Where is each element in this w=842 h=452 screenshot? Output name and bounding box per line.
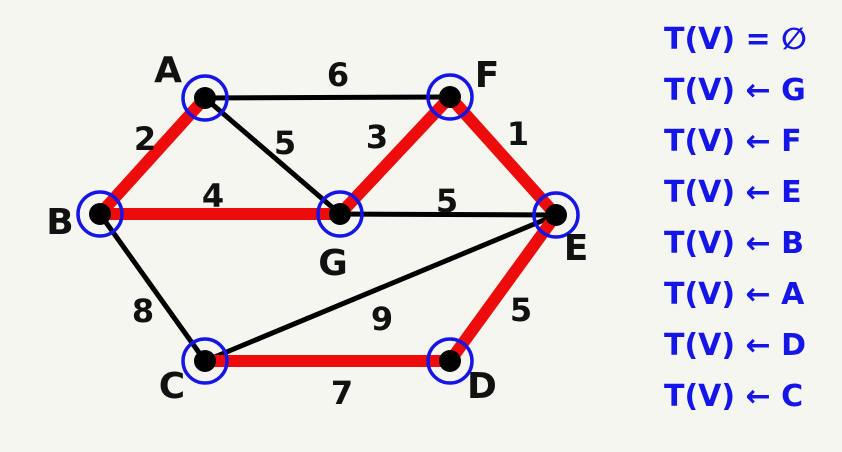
tree-step: T(V) ← C [664,379,804,414]
tree-step: T(V) ← D [664,328,807,363]
tree-edge-E-D [444,209,562,367]
edge-weight-F-E: 1 [507,115,529,153]
tree-step: T(V) ← B [664,226,804,261]
node-G [329,203,351,225]
edge-weight-C-E: 9 [371,300,393,338]
node-ring-E [532,191,580,239]
graph-edge-G-E [337,211,559,218]
graph-edge-A-G [202,95,343,217]
graph-edge-B-C [97,211,208,364]
node-ring-C [181,337,229,385]
edge-weight-C-D: 7 [331,374,353,412]
node-E [545,204,567,226]
edge-weight-A-F: 6 [327,56,349,94]
node-D [439,350,461,372]
node-label-C: C [159,366,185,407]
node-label-F: F [475,55,500,96]
nodes-layer [76,73,580,385]
edge-weight-A-B: 2 [134,120,156,158]
tree-steps-list: T(V) = ∅ T(V) ← G T(V) ← F T(V) ← E T(V)… [664,22,807,430]
node-ring-B [76,190,124,238]
edges-layer [94,91,562,367]
node-ring-F [426,73,474,121]
tree-step: T(V) ← E [664,175,802,210]
node-label-B: B [46,202,73,243]
edge-weight-A-G: 5 [274,124,296,162]
node-label-G: G [318,243,348,284]
tree-step: T(V) ← A [664,277,805,312]
node-ring-A [181,74,229,122]
node-A [194,87,216,109]
edge-weight-B-C: 8 [132,292,154,330]
node-C [194,350,216,372]
tree-edge-A-B [94,92,211,220]
tree-step: T(V) = ∅ [664,22,807,57]
node-ring-D [426,337,474,385]
edge-weight-F-G: 3 [366,118,388,156]
node-label-D: D [467,366,497,407]
tree-step: T(V) ← F [664,124,802,159]
graph-edge-A-F [202,94,453,101]
tree-edge-F-G [334,91,456,220]
node-F [439,86,461,108]
edge-weight-G-E: 5 [436,182,458,220]
tree-step: T(V) ← G [664,73,806,108]
node-label-E: E [564,228,589,269]
edge-weight-E-D: 5 [510,291,532,329]
tree-edge-F-E [444,91,562,221]
graph-edge-C-E [202,212,559,364]
node-B [89,203,111,225]
node-label-A: A [154,50,182,91]
edge-weight-B-G: 4 [202,177,224,215]
node-ring-G [316,190,364,238]
